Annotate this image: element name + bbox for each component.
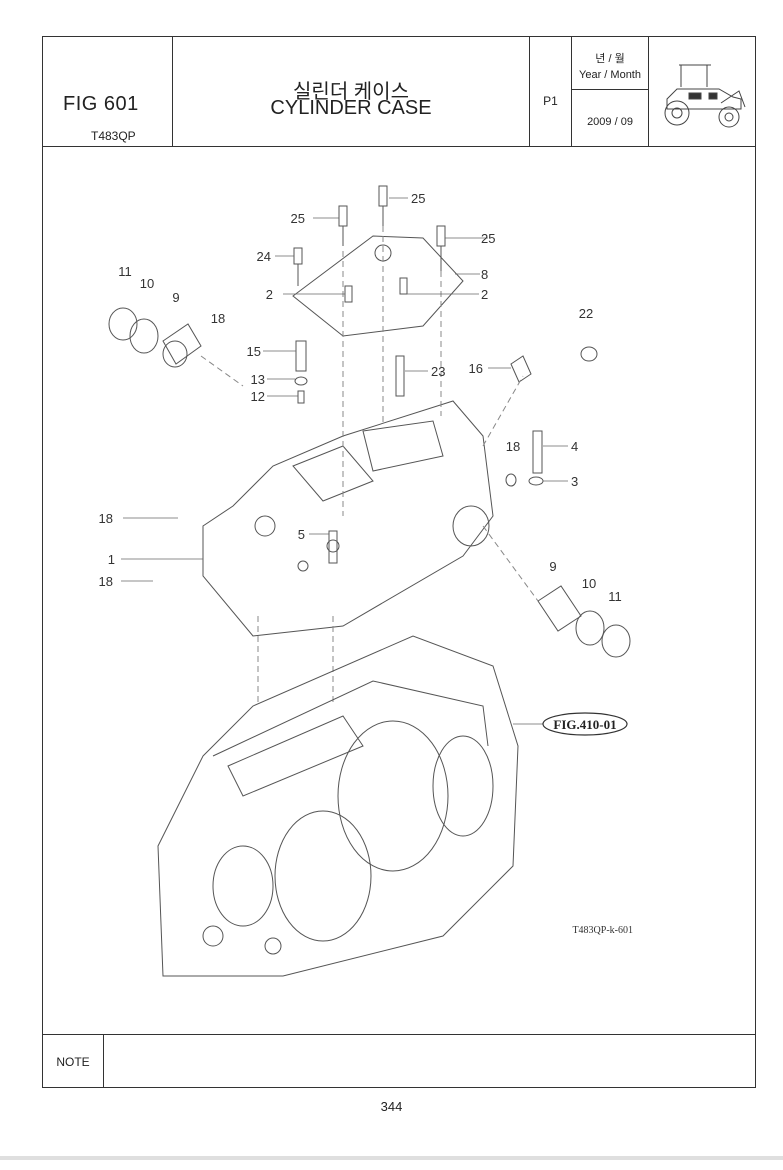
- bore-right: [452, 505, 490, 547]
- ring-10-right: [575, 610, 605, 646]
- ring-11-left: [108, 307, 138, 341]
- seal-13: [294, 376, 308, 386]
- tractor-icon-cell: [649, 37, 755, 146]
- callout-25c: 25: [481, 231, 495, 246]
- page-number: 344: [380, 1099, 403, 1114]
- scan-edge: [0, 1156, 783, 1160]
- page-code: P1: [543, 94, 558, 108]
- callout-3: 3: [571, 474, 578, 489]
- bolt-24: [293, 247, 303, 265]
- bolt-2b: [399, 277, 408, 295]
- piston-9-left: [162, 323, 202, 365]
- drawing-code: T483QP-k-601: [572, 925, 633, 936]
- date-divider: [572, 89, 648, 90]
- date-value: 2009 / 09: [587, 116, 633, 128]
- note-label: NOTE: [43, 1035, 104, 1088]
- callout-10-left: 10: [140, 276, 154, 291]
- reference-oval: [542, 712, 628, 736]
- callout-2a: 2: [266, 287, 273, 302]
- callout-11-left: 11: [118, 264, 132, 279]
- transmission-housing: [157, 635, 519, 977]
- fitting-16: [510, 355, 532, 383]
- callout-11-right: 11: [608, 589, 622, 604]
- pin-15: [295, 340, 307, 372]
- washer-3: [528, 476, 544, 486]
- callout-8: 8: [481, 267, 488, 282]
- callout-23: 23: [431, 364, 445, 379]
- cover-plate: [292, 235, 464, 337]
- callout-18-top: 18: [211, 311, 225, 326]
- page-code-cell: P1: [530, 37, 572, 146]
- header-block: FIG 601 T483QP 실린더 케이스 CYLINDER CASE P1 …: [43, 37, 755, 147]
- bolt-5: [328, 530, 338, 564]
- callout-18-bottom: 18: [99, 574, 113, 589]
- callout-2b: 2: [481, 287, 488, 302]
- cylinder-case: [202, 400, 494, 637]
- callout-10-right: 10: [582, 576, 596, 591]
- parts-diagram: 25 25 25 24 2 2 8 11 10 9 18 22 15 13 12…: [43, 146, 755, 1034]
- year-month-english: Year / Month: [579, 69, 641, 81]
- exploded-view: 25 25 25 24 2 2 8 11 10 9 18 22 15 13 12…: [99, 185, 633, 977]
- note-row: NOTE: [43, 1034, 755, 1088]
- fig-number: FIG 601: [63, 93, 139, 115]
- plug-12: [297, 390, 305, 404]
- callout-5: 5: [298, 527, 305, 542]
- callout-16: 16: [469, 361, 483, 376]
- plug-18-right: [505, 473, 517, 487]
- title-cell: 실린더 케이스 CYLINDER CASE: [173, 37, 530, 146]
- callout-18-mid: 18: [506, 439, 520, 454]
- callout-9-right: 9: [549, 559, 556, 574]
- fig-cell: FIG 601 T483QP: [43, 37, 173, 146]
- callout-13: 13: [251, 372, 265, 387]
- bolt-25b: [378, 185, 388, 207]
- date-cell: 년 / 월 Year / Month 2009 / 09: [572, 37, 649, 146]
- year-month-korean: 년 / 월: [595, 53, 625, 65]
- bolt-25a: [338, 205, 348, 227]
- tractor-icon: [664, 64, 746, 128]
- callout-24: 24: [257, 249, 271, 264]
- bolt-4: [532, 430, 543, 474]
- callout-9-left: 9: [172, 290, 179, 305]
- model-code: T483QP: [91, 129, 136, 143]
- reference-label: FIG.410-01: [553, 717, 616, 732]
- callout-15: 15: [247, 344, 261, 359]
- page-frame: FIG 601 T483QP 실린더 케이스 CYLINDER CASE P1 …: [42, 36, 756, 1088]
- title-korean: 실린더 케이스: [293, 81, 409, 103]
- piston-9-right: [537, 585, 582, 632]
- callout-25a: 25: [291, 211, 305, 226]
- callout-4: 4: [571, 439, 578, 454]
- callout-1: 1: [108, 552, 115, 567]
- bolt-2a: [344, 285, 353, 303]
- callout-12: 12: [251, 389, 265, 404]
- ring-11-right: [601, 624, 631, 658]
- callout-25b: 25: [411, 191, 425, 206]
- ring-10-left: [129, 318, 159, 354]
- bolt-25c: [436, 225, 446, 247]
- bolt-23: [395, 355, 405, 397]
- callout-18-left: 18: [99, 511, 113, 526]
- title-english: CYLINDER CASE: [270, 97, 432, 119]
- plug-22: [580, 346, 598, 362]
- callout-22: 22: [579, 306, 593, 321]
